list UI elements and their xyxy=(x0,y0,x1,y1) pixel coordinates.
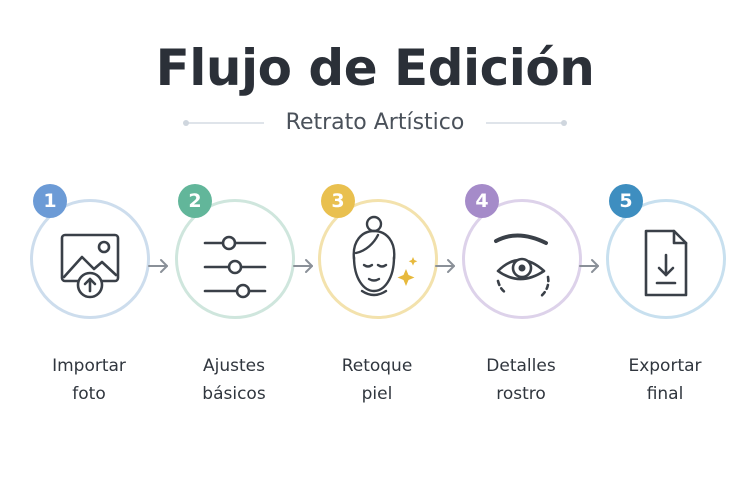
step-label-line2: piel xyxy=(361,384,393,404)
step-label-line1: Exportar xyxy=(628,356,702,376)
step-number-badge: 3 xyxy=(321,184,355,218)
step-label: Retoque piel xyxy=(307,352,447,408)
step-label-line1: Ajustes xyxy=(203,356,265,376)
step-label-line1: Detalles xyxy=(486,356,556,376)
step-number-badge: 2 xyxy=(178,184,212,218)
image-upload-icon xyxy=(60,233,120,299)
step-label: Detalles rostro xyxy=(451,352,591,408)
step-import-photo: 1 Importar foto xyxy=(29,180,159,420)
arrow-right-icon xyxy=(579,259,599,273)
step-final-export: 5 Exportar final xyxy=(605,180,735,420)
step-circle xyxy=(30,199,150,319)
step-number-badge: 1 xyxy=(33,184,67,218)
file-download-icon xyxy=(644,229,688,297)
step-label-line2: foto xyxy=(72,384,106,404)
eye-icon xyxy=(494,233,550,299)
diagram-title: Flujo de Edición xyxy=(155,39,595,97)
face-sparkle-icon xyxy=(352,215,418,297)
subtitle-dot-right xyxy=(561,120,567,126)
arrow-right-icon xyxy=(293,259,313,273)
step-label-line2: rostro xyxy=(496,384,546,404)
subtitle-divider-left xyxy=(186,122,264,124)
step-face-details: 4 Detalles rostro xyxy=(461,180,591,420)
step-label-line2: final xyxy=(646,384,684,404)
arrow-right-icon xyxy=(148,259,168,273)
arrow-right-icon xyxy=(435,259,455,273)
step-label-line2: básicos xyxy=(202,384,266,404)
subtitle-dot-left xyxy=(183,120,189,126)
subtitle-row: Retrato Artístico xyxy=(0,108,750,138)
step-label: Importar foto xyxy=(19,352,159,408)
step-basic-adjustments: 2 Ajustes básicos xyxy=(174,180,304,420)
step-number-badge: 5 xyxy=(609,184,643,218)
sliders-icon xyxy=(203,235,267,299)
diagram-subtitle: Retrato Artístico xyxy=(285,110,465,135)
step-label: Ajustes básicos xyxy=(164,352,304,408)
step-label-line1: Retoque xyxy=(341,356,413,376)
subtitle-divider-right xyxy=(486,122,564,124)
step-skin-retouch: 3 Retoque piel xyxy=(317,180,447,420)
step-circle xyxy=(175,199,295,319)
step-label-line1: Importar xyxy=(52,356,126,376)
step-label: Exportar final xyxy=(595,352,735,408)
step-number-badge: 4 xyxy=(465,184,499,218)
